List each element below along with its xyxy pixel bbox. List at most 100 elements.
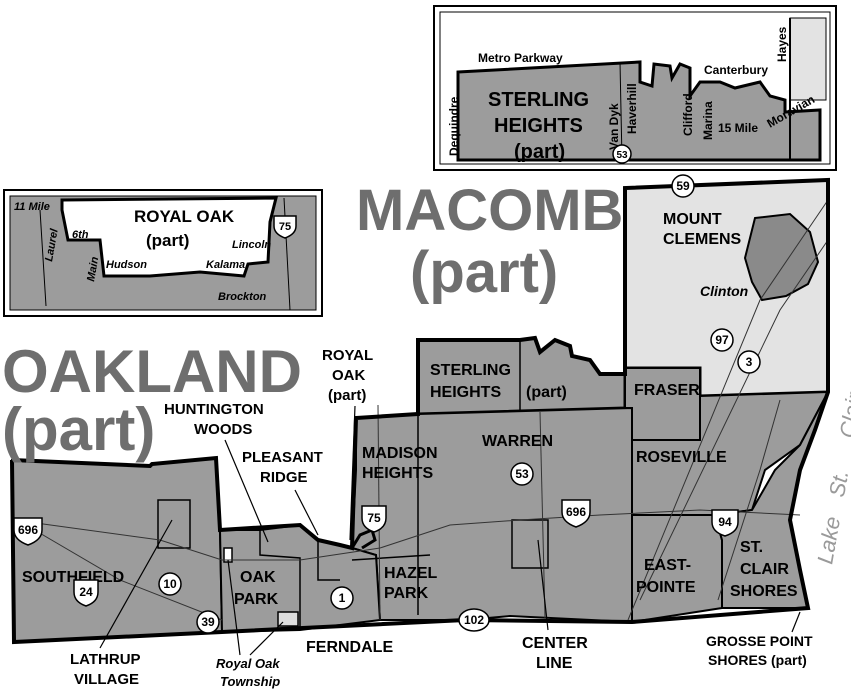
st-clair-shores-label-1: ST. — [740, 539, 763, 556]
svg-text:75: 75 — [367, 511, 381, 525]
svg-text:97: 97 — [715, 333, 729, 347]
eastpointe-label-2: POINTE — [636, 579, 696, 596]
royal-oak-township-label-1: Royal Oak — [216, 656, 280, 671]
inset-road-metro-parkway: Metro Parkway — [478, 51, 563, 65]
roads — [13, 199, 829, 621]
shield-i696-east: 696 — [561, 499, 591, 528]
shield-m59: 59 — [671, 174, 695, 198]
southfield-label: SOUTHFIELD — [22, 569, 124, 586]
svg-text:75: 75 — [279, 221, 291, 233]
inset-shield-i75: 75 — [273, 215, 297, 239]
warren-label: WARREN — [482, 433, 553, 450]
inset-royal-oak-area — [60, 196, 278, 278]
mount-clemens-label-1: MOUNT — [663, 211, 722, 228]
madison-heights-label-2: HEIGHTS — [362, 465, 433, 482]
shield-m53-main: 53 — [510, 462, 534, 486]
grosse-point-shores-label-2: SHORES (part) — [708, 652, 807, 668]
region-mount-clemens — [743, 212, 820, 302]
fraser-label: FRASER — [634, 382, 700, 399]
mount-clemens-label-2: CLEMENS — [663, 231, 742, 248]
sterling-heights-label-2: HEIGHTS — [430, 384, 501, 401]
inset-road-main: Main — [85, 255, 101, 282]
shield-m102: 102 — [458, 608, 490, 632]
inset-sterling-title-1: STERLING — [488, 89, 589, 111]
inset-royal-oak-title-2: (part) — [146, 231, 189, 250]
inset-road-hudson: Hudson — [106, 259, 147, 271]
svg-text:696: 696 — [566, 505, 586, 519]
inset-road-hayes: Hayes — [775, 26, 789, 62]
svg-text:1: 1 — [339, 591, 346, 605]
eastpointe-label-1: EAST- — [644, 557, 691, 574]
inset-sterling-area — [456, 60, 822, 162]
st-clair-shores-label-2: CLAIR — [740, 561, 789, 578]
leader-lines — [99, 405, 801, 656]
lathrup-village-label-1: LATHRUP — [70, 651, 141, 668]
svg-text:Clair: Clair — [835, 389, 851, 440]
roseville-label: ROSEVILLE — [636, 449, 727, 466]
svg-text:59: 59 — [676, 179, 690, 193]
inset-sterling-title-3: (part) — [514, 141, 565, 163]
royal-oak-label-2: OAK — [332, 367, 366, 384]
inset-east-area — [789, 17, 827, 101]
shield-m24: 24 — [73, 579, 99, 607]
oak-park-label-2: PARK — [234, 591, 279, 608]
shield-m10: 10 — [158, 572, 182, 596]
inset-royal-oak: ROYAL OAK (part) 11 Mile 6th Hudson Linc… — [3, 189, 323, 317]
svg-text:102: 102 — [464, 613, 484, 627]
center-line-label-2: LINE — [536, 655, 573, 672]
inset-road-6th: 6th — [72, 229, 89, 241]
inset-road-brockton: Brockton — [218, 291, 267, 303]
royal-oak-label-1: ROYAL — [322, 347, 373, 364]
oakland-county-label: OAKLAND — [2, 338, 302, 405]
shield-m3: 3 — [737, 350, 761, 374]
inset-sterling-title-2: HEIGHTS — [494, 115, 583, 137]
sterling-heights-part-label: (part) — [526, 384, 567, 401]
madison-heights-label-1: MADISON — [362, 445, 438, 462]
inset-shield-m53: 53 — [612, 144, 632, 164]
royal-oak-label-3: (part) — [328, 387, 366, 404]
inset-road-canterbury: Canterbury — [704, 63, 768, 77]
shield-m39: 39 — [196, 610, 220, 634]
internal-boundaries — [157, 340, 549, 630]
pleasant-ridge-label-2: RIDGE — [260, 469, 308, 486]
inset-road-van-dyk: Van Dyk — [607, 103, 621, 150]
huntington-woods-label-1: HUNTINGTON — [164, 401, 264, 418]
inset-road-marina: Marina — [701, 101, 715, 140]
ferndale-label: FERNDALE — [306, 639, 393, 656]
clinton-label: Clinton — [700, 283, 748, 299]
svg-text:53: 53 — [616, 150, 628, 161]
royal-oak-township-label-2: Township — [220, 674, 280, 689]
svg-text:39: 39 — [201, 615, 215, 629]
inset-road-clifford: Clifford — [681, 93, 695, 136]
inset-road-laurel: Laurel — [43, 227, 61, 263]
huntington-woods-label-2: WOODS — [194, 421, 252, 438]
svg-text:St.: St. — [824, 468, 851, 499]
inset-road-lincoln: Lincoln — [232, 239, 271, 251]
shield-m1: 1 — [330, 586, 354, 610]
macomb-county-part-label: (part) — [410, 240, 558, 305]
inset-royal-oak-title-1: ROYAL OAK — [134, 207, 235, 226]
macomb-county-label: MACOMB — [356, 178, 623, 243]
inset-road-15-mile: 15 Mile — [718, 121, 758, 135]
shield-i696-west: 696 — [13, 517, 43, 546]
region-fraser — [624, 367, 701, 441]
oakland-county-part-label: (part) — [2, 396, 155, 463]
pleasant-ridge-label-1: PLEASANT — [242, 449, 323, 466]
st-clair-shores-label-3: SHORES — [730, 583, 798, 600]
svg-text:696: 696 — [18, 523, 38, 537]
hazel-park-label-1: HAZEL — [384, 565, 438, 582]
district-outline — [10, 177, 830, 645]
inset-road-11-mile: 11 Mile — [14, 201, 50, 213]
svg-text:53: 53 — [515, 467, 529, 481]
inset-road-kalama: Kalama — [206, 259, 245, 271]
grosse-point-shores-label-1: GROSSE POINT — [706, 633, 813, 649]
svg-text:3: 3 — [746, 355, 753, 369]
svg-text:94: 94 — [718, 515, 732, 529]
inset-sterling-heights: STERLING HEIGHTS (part) Metro Parkway Ca… — [433, 5, 837, 171]
shield-i75: 75 — [361, 505, 387, 533]
inset-road-haverhill: Haverhill — [625, 83, 639, 134]
shield-i94: 94 — [711, 509, 739, 537]
shield-m97: 97 — [710, 328, 734, 352]
